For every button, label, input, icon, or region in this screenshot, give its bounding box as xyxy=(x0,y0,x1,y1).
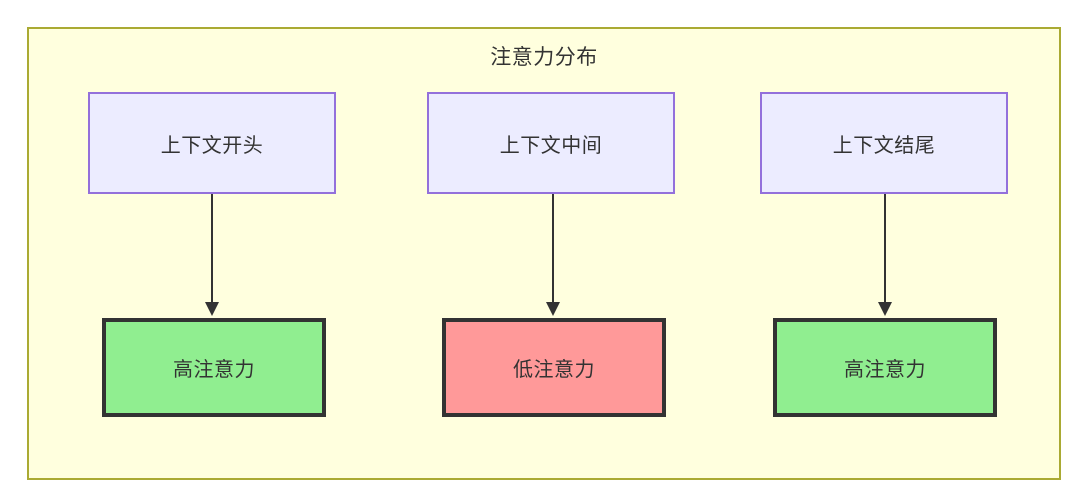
arrowhead-icon xyxy=(546,302,560,316)
arrow-shaft xyxy=(211,194,213,305)
node-context-end[interactable]: 上下文结尾 xyxy=(760,92,1008,194)
arrowhead-icon xyxy=(205,302,219,316)
subgraph-title: 注意力分布 xyxy=(490,46,598,69)
node-label: 上下文结尾 xyxy=(832,134,936,157)
arrow-middle-to-low-attention xyxy=(546,194,560,318)
node-label: 高注意力 xyxy=(173,359,255,381)
arrow-start-to-high-attention xyxy=(205,194,219,318)
arrow-end-to-high-attention xyxy=(878,194,892,318)
node-label: 高注意力 xyxy=(844,359,926,381)
arrow-shaft xyxy=(552,194,554,305)
node-attention-end[interactable]: 高注意力 xyxy=(773,318,997,417)
arrow-shaft xyxy=(884,194,886,305)
node-attention-middle[interactable]: 低注意力 xyxy=(442,318,666,417)
node-label: 低注意力 xyxy=(513,359,595,381)
node-label: 上下文中间 xyxy=(499,134,603,157)
node-context-middle[interactable]: 上下文中间 xyxy=(427,92,675,194)
node-context-start[interactable]: 上下文开头 xyxy=(88,92,336,194)
node-attention-start[interactable]: 高注意力 xyxy=(102,318,326,417)
node-label: 上下文开头 xyxy=(160,134,264,157)
arrowhead-icon xyxy=(878,302,892,316)
